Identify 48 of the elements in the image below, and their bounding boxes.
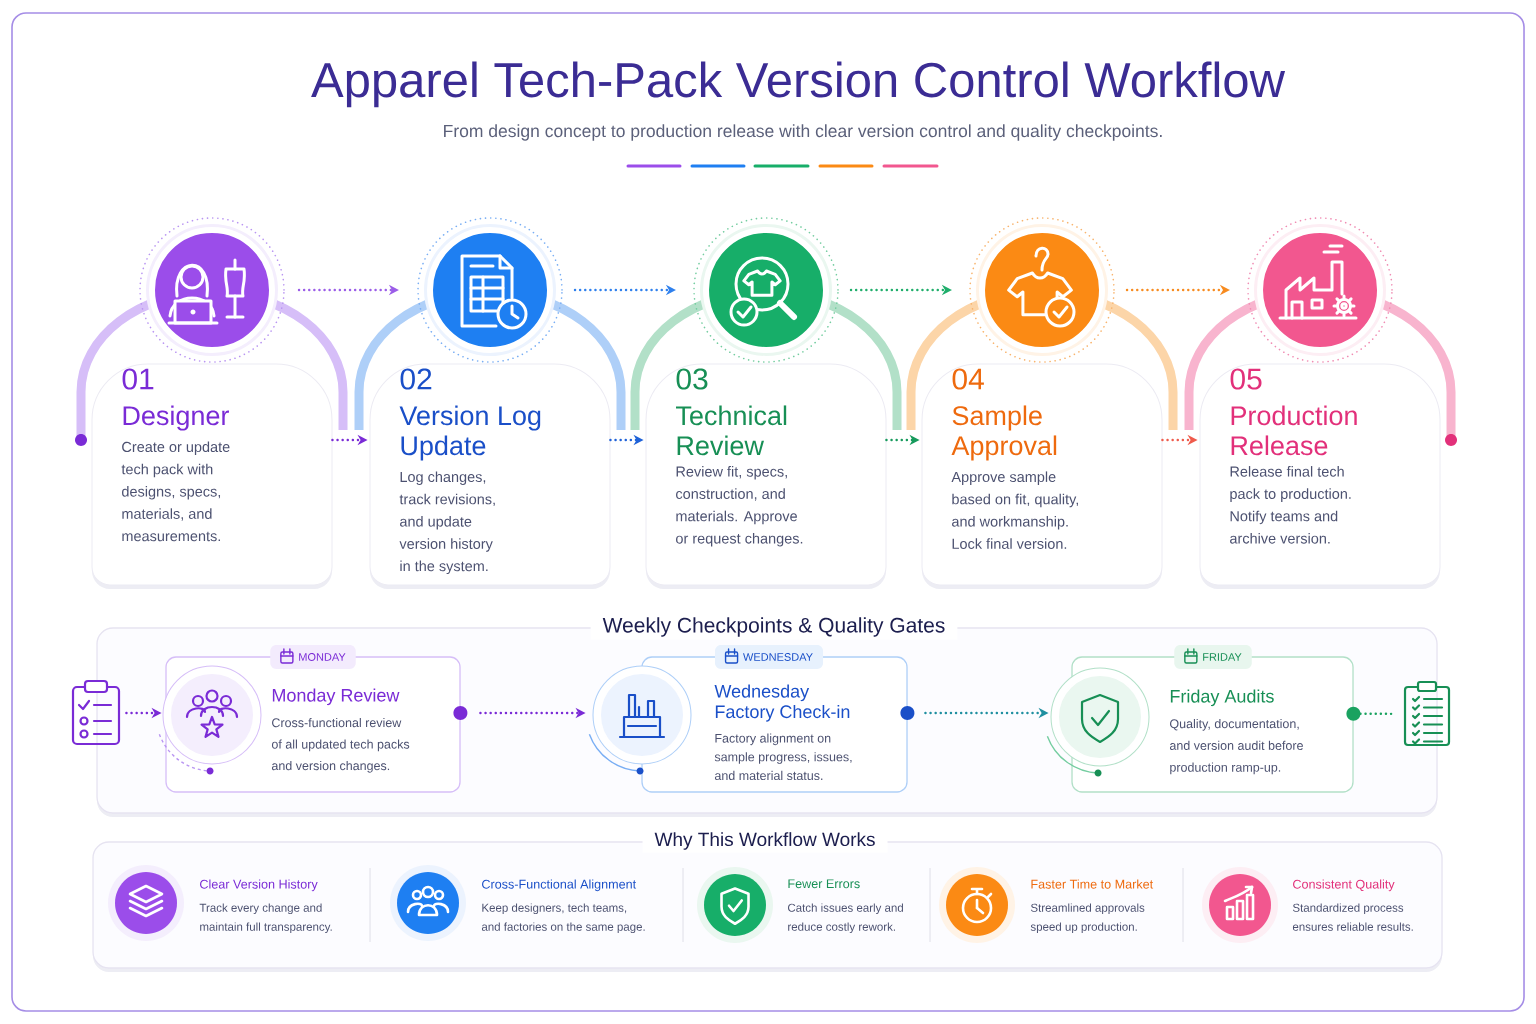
shirt-hanger-icon: [969, 217, 1115, 363]
step-card: [921, 363, 1163, 589]
benefit-text: Streamlined approvals speed up production.: [1030, 903, 1145, 934]
title: Apparel Tech-Pack Version Control Workflow: [311, 61, 1286, 108]
step-title: Version Log Update: [399, 405, 541, 461]
step-title: Technical Review: [676, 405, 787, 456]
step-card: [369, 363, 611, 589]
step-text: Create or update tech pack with designs, specs, materials, and measurements.: [121, 441, 230, 542]
step-text: Log changes, track revisions, and update version history in the system.: [399, 471, 495, 575]
day-tag: WEDNESDAY: [714, 645, 824, 669]
step-text: Approve sample based on fit, quality, and workmanship. Lock final version.: [951, 471, 1078, 549]
benefit-text: Catch issues early and reduce costly rework.: [788, 903, 903, 934]
step-title: Sample Approval: [951, 405, 1057, 461]
benefit-title: Faster Time to Market: [1031, 879, 1154, 889]
card-text: Quality, documentation, and version audit before production ramp-up.: [1169, 718, 1303, 775]
step-card: [91, 363, 333, 589]
step-text: Review fit, specs, construction, and materials. Approve or request changes.: [676, 466, 803, 547]
day-tag: FRIDAY: [1174, 645, 1252, 669]
benefit-text: Keep designers, tech teams, and factories on the same page.: [481, 903, 645, 934]
spreadsheet-clock-icon: [417, 217, 563, 363]
step-number: 03: [676, 368, 708, 390]
benefit-text: Standardized process ensures reliable results.: [1292, 903, 1413, 931]
step-card: [1199, 363, 1441, 589]
step-title: Production Release: [1231, 405, 1357, 456]
designer-icon: [139, 217, 285, 363]
benefit-title: Fewer Errors: [788, 879, 860, 889]
factory-icon: [1247, 217, 1393, 363]
shirt-search-icon: [693, 217, 839, 363]
card-title: Wednesday Factory Check-in: [714, 684, 850, 722]
step-card: [645, 363, 887, 589]
step-number: 02: [400, 368, 432, 390]
card-text: Cross-functional review of all updated tech packs and version changes.: [271, 717, 410, 773]
day-tag: MONDAY: [270, 645, 356, 669]
subtitle: From design concept to production release with clear version control and quality checkpoints.: [444, 124, 1162, 141]
step-number: 04: [952, 368, 984, 390]
step-number: 05: [1230, 368, 1262, 390]
benefit-text: Track every change and maintain full transparency.: [199, 903, 332, 934]
section-heading: Why This Workflow Works: [642, 829, 888, 853]
card-title: Friday Audits: [1170, 689, 1274, 707]
benefit-title: Cross-Functional Alignment: [482, 879, 637, 892]
card-title: Monday Review: [272, 688, 400, 706]
benefit-title: Clear Version History: [200, 879, 318, 892]
benefit-title: Consistent Quality: [1293, 879, 1395, 892]
step-text: Release final tech pack to production. Notify teams and archive version.: [1230, 466, 1351, 544]
step-title: Designer: [123, 405, 229, 431]
step-number: 01: [122, 368, 154, 390]
card-text: Factory alignment on sample progress, issues, and material status.: [714, 733, 852, 781]
section-heading: Weekly Checkpoints & Quality Gates: [590, 614, 958, 640]
